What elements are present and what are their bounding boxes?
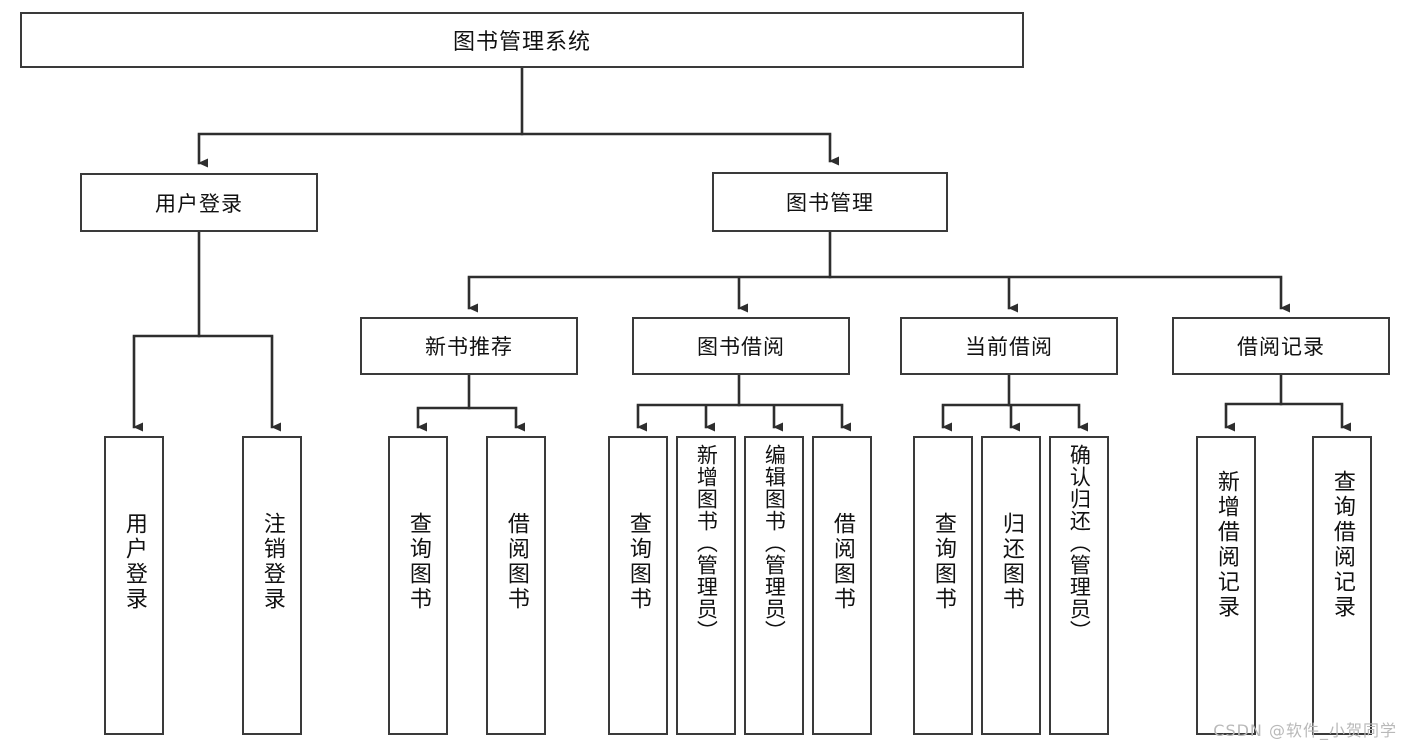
leaf-user-logout[interactable]: 注销登录 <box>242 436 302 735</box>
leaf-label: 注销登录 <box>259 512 285 612</box>
leaf-label: 确认归还（管理员） <box>1067 444 1092 642</box>
leaf-label: 查询图书 <box>930 512 956 612</box>
leaf-label: 借阅图书 <box>829 512 855 612</box>
node-book-management-system[interactable]: 图书管理系统 <box>20 12 1024 68</box>
node-label: 图书借阅 <box>697 335 785 359</box>
node-label: 图书管理 <box>786 191 874 215</box>
node-book-manage[interactable]: 图书管理 <box>712 172 948 232</box>
leaf-return-book[interactable]: 归还图书 <box>981 436 1041 735</box>
node-borrow-record[interactable]: 借阅记录 <box>1172 317 1390 375</box>
node-book-borrow[interactable]: 图书借阅 <box>632 317 850 375</box>
node-user-login[interactable]: 用户登录 <box>80 173 318 232</box>
node-current-borrow[interactable]: 当前借阅 <box>900 317 1118 375</box>
leaf-borrow-book-new[interactable]: 借阅图书 <box>486 436 546 735</box>
leaf-label: 归还图书 <box>998 512 1024 612</box>
node-label: 当前借阅 <box>965 335 1053 359</box>
leaf-add-book-admin[interactable]: 新增图书（管理员） <box>676 436 736 735</box>
node-label: 新书推荐 <box>425 335 513 359</box>
leaf-label: 查询借阅记录 <box>1329 470 1355 620</box>
leaf-edit-book-admin[interactable]: 编辑图书（管理员） <box>744 436 804 735</box>
leaf-label: 查询图书 <box>625 512 651 612</box>
node-new-book-recommend[interactable]: 新书推荐 <box>360 317 578 375</box>
leaf-query-book-borrow[interactable]: 查询图书 <box>608 436 668 735</box>
leaf-label: 新增借阅记录 <box>1213 470 1239 620</box>
leaf-borrow-book-borrow[interactable]: 借阅图书 <box>812 436 872 735</box>
leaf-add-borrow-record[interactable]: 新增借阅记录 <box>1196 436 1256 735</box>
leaf-query-book-new[interactable]: 查询图书 <box>388 436 448 735</box>
leaf-label: 用户登录 <box>121 512 147 612</box>
leaf-user-login[interactable]: 用户登录 <box>104 436 164 735</box>
leaf-query-book-current[interactable]: 查询图书 <box>913 436 973 735</box>
leaf-label: 查询图书 <box>405 512 431 612</box>
node-label: 图书管理系统 <box>452 30 591 55</box>
leaf-label: 新增图书（管理员） <box>694 444 719 642</box>
leaf-label: 编辑图书（管理员） <box>762 444 787 642</box>
leaf-confirm-return-admin[interactable]: 确认归还（管理员） <box>1049 436 1109 735</box>
node-label: 用户登录 <box>155 191 243 216</box>
leaf-label: 借阅图书 <box>503 512 529 612</box>
node-label: 借阅记录 <box>1237 335 1325 359</box>
leaf-query-borrow-record[interactable]: 查询借阅记录 <box>1312 436 1372 735</box>
